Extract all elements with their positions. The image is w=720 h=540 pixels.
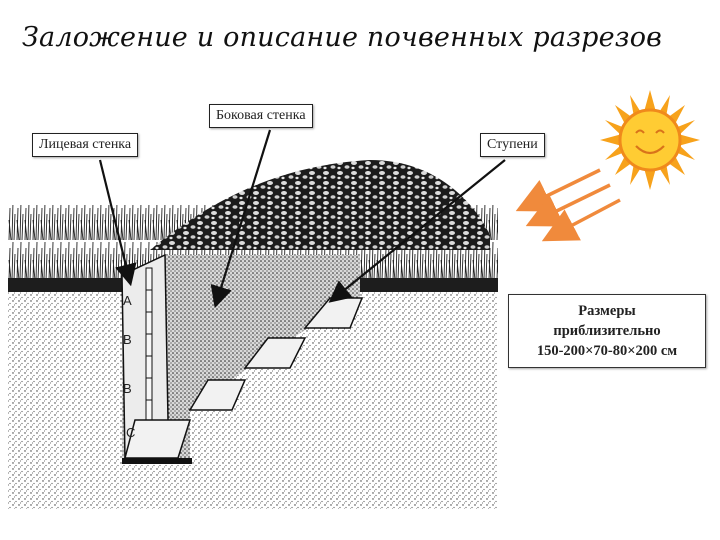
sun-ray-arrows [515,168,621,242]
spoil-heap [150,160,490,250]
steps-pointer [328,159,506,303]
dimensions-line-1: Размеры [578,303,636,319]
steps-label: Ступени [480,133,545,157]
horizon-label-b2: В [123,381,132,396]
dimensions-box: Размеры приблизительно 150-200×70-80×200… [508,294,706,368]
horizon-label-a: А [123,293,132,308]
measuring-ruler [145,267,153,421]
horizon-label-b1: В [123,332,132,347]
dimensions-line-3: 150-200×70-80×200 см [536,343,678,359]
pit-cavity [122,255,360,460]
horizon-label-c: С [126,425,135,440]
front-wall-label: Лицевая стенка [32,133,139,157]
smiling-sun-icon [600,90,700,190]
front-wall-pointer [98,159,137,287]
side-wall-pointer [210,129,272,309]
side-wall-label: Боковая стенка [209,104,313,128]
page-title: Заложение и описание почвенных разрезов [22,22,663,53]
dimensions-line-2: приблизительно [553,323,661,339]
